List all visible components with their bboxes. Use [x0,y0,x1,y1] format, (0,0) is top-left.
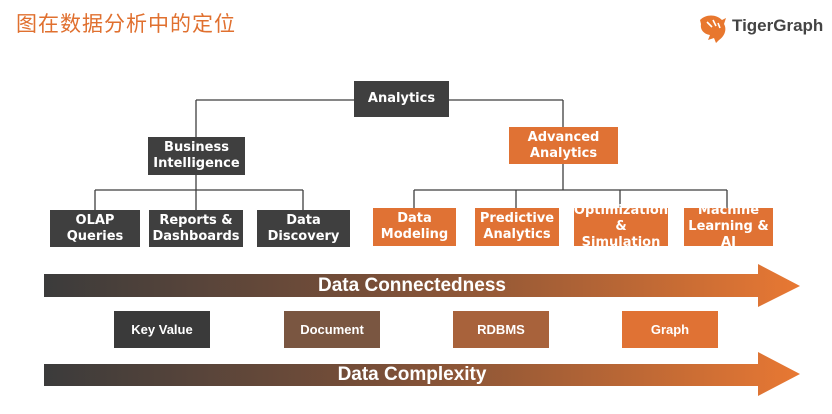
business-intelligence-node: Business Intelligence [148,137,245,175]
analytics-node: Analytics [354,81,449,117]
predictive-analytics-node: Predictive Analytics [475,208,559,246]
key-value-box: Key Value [114,311,210,348]
rdbms-box: RDBMS [453,311,549,348]
advanced-analytics-node: Advanced Analytics [509,127,618,164]
tigergraph-logo: TigerGraph [696,12,826,46]
data-connectedness-label: Data Connectedness [318,275,506,296]
graph-box: Graph [622,311,718,348]
page-title: 图在数据分析中的定位 [16,12,236,36]
data-complexity-label: Data Complexity [337,364,487,385]
reports-dashboards-node: Reports & Dashboards [149,210,243,247]
data-modeling-node: Data Modeling [373,208,456,246]
logo-wordmark: TigerGraph [732,16,824,35]
data-discovery-node: Data Discovery [257,210,350,247]
document-box: Document [284,311,380,348]
olap-queries-node: OLAP Queries [50,210,140,247]
tiger-icon [700,15,726,43]
